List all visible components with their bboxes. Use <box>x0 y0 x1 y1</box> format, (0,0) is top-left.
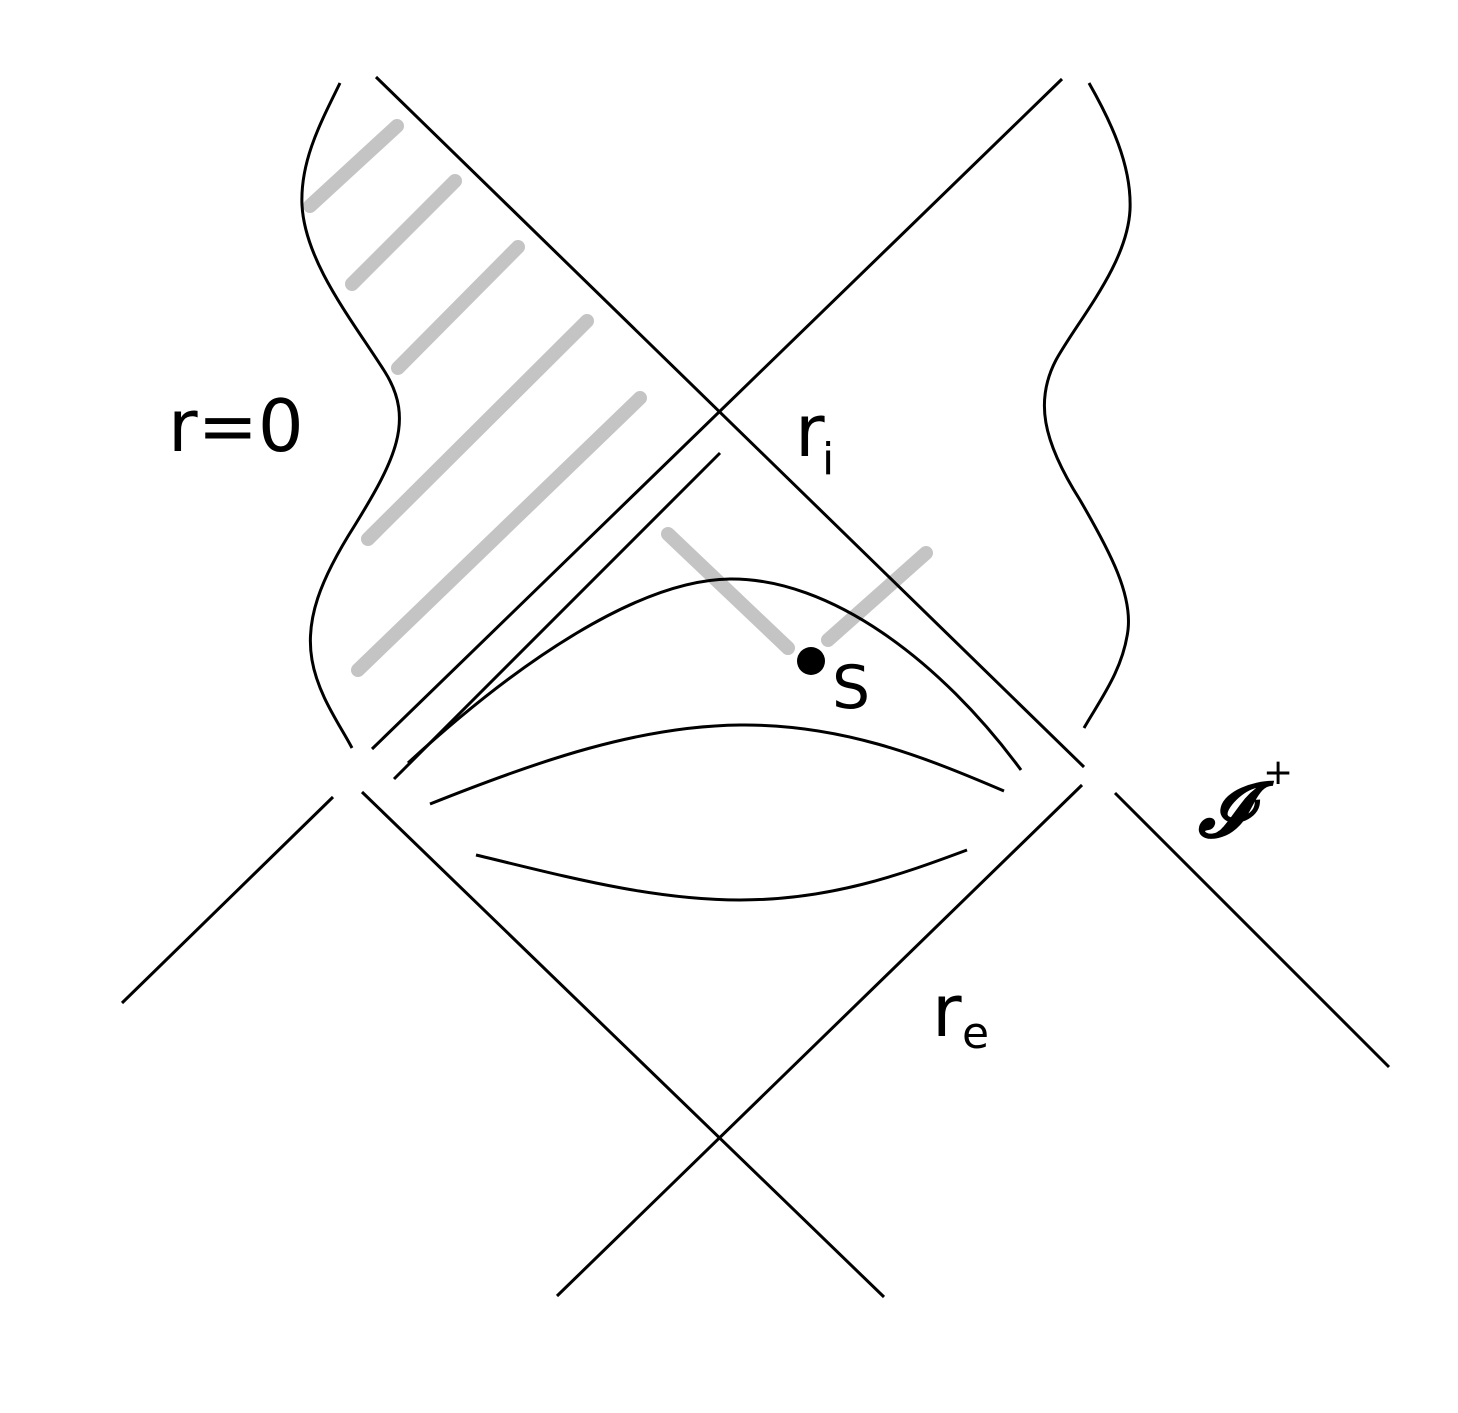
r-i-subscript: i <box>822 434 834 485</box>
hatch-stroke <box>361 314 594 546</box>
spacelike-slice-upper <box>406 577 1023 771</box>
r-e-subscript: e <box>962 1008 989 1059</box>
spacelike-slice-lower <box>475 848 968 902</box>
r-i-label: r <box>795 389 825 473</box>
event-horizon-line-ascending <box>555 783 1084 1298</box>
hatch-stroke <box>303 119 404 213</box>
point-s-marker <box>797 647 825 675</box>
future-null-infinity-line <box>1113 791 1391 1069</box>
r-zero-label: r=0 <box>168 384 304 468</box>
light-cone-left-leg <box>661 527 795 655</box>
hatch-stroke <box>351 391 647 677</box>
light-cone-right-leg <box>821 546 933 647</box>
r-e-label: r <box>932 969 962 1053</box>
scri-plus-superscript: + <box>1263 752 1293 793</box>
hatch-stroke <box>391 240 525 375</box>
hatch-stroke <box>345 174 462 291</box>
event-horizon-line-descending <box>360 790 886 1299</box>
spacelike-slice-middle <box>429 723 1005 806</box>
left-singularity-curve <box>300 82 401 749</box>
shaded-region-hatching <box>303 119 647 677</box>
point-s-label: S <box>832 653 870 723</box>
inner-horizon-line-descending <box>374 75 1086 769</box>
light-cone-at-s <box>661 527 933 655</box>
right-singularity-curve <box>1042 82 1132 729</box>
inner-null-line <box>392 451 722 781</box>
left-outer-null-line <box>120 795 335 1005</box>
inner-horizon-line-ascending <box>370 77 1064 751</box>
